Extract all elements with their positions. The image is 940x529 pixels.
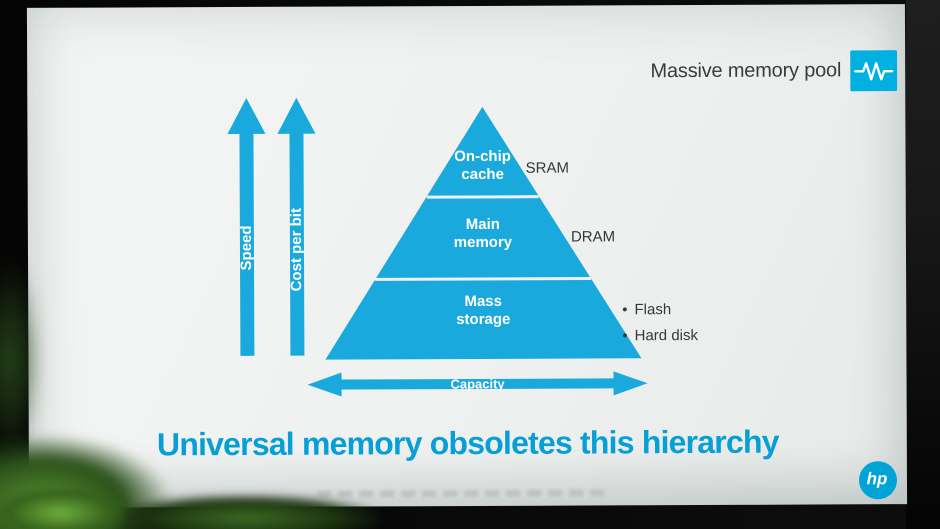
background-right-band (906, 0, 940, 529)
tier1-label-line1: On-chip (454, 148, 511, 165)
footnote-text-illegible (317, 489, 608, 498)
speed-axis-label: Speed (238, 225, 255, 270)
tier1-label-line2: cache (461, 166, 504, 183)
tier2-label-line2: memory (454, 234, 513, 251)
list-item: • Hard disk (622, 323, 698, 349)
capacity-axis-label: Capacity (450, 376, 505, 391)
memory-pool-icon (850, 50, 898, 92)
hp-logo-text: hp (866, 469, 888, 489)
bullet: • (622, 327, 628, 345)
cost-axis-arrow: Cost per bit (277, 97, 316, 356)
pyramid-shape (325, 106, 642, 360)
memory-pyramid: On-chip cache Main memory Mass storage (325, 106, 642, 360)
tier-divider-2 (375, 276, 592, 281)
tier2-label-line1: Main (466, 216, 500, 233)
double-arrow-shape (307, 371, 648, 397)
waveform-glyph (853, 62, 894, 81)
tier3-label-line2: storage (456, 311, 510, 328)
bullet: • (622, 301, 628, 319)
dram-label: DRAM (570, 228, 616, 246)
capacity-axis-arrow: Capacity (307, 371, 648, 397)
header-label: Massive memory pool (650, 59, 842, 83)
list-item-label: Hard disk (634, 326, 699, 345)
speed-axis-arrow: Speed (227, 97, 266, 356)
mass-storage-list: • Flash • Hard disk (622, 297, 698, 349)
up-arrow-shape (227, 97, 266, 356)
header: Massive memory pool (650, 50, 898, 92)
sram-label: SRAM (525, 159, 569, 177)
tier3-label-line1: Mass (464, 293, 502, 310)
presentation-slide: Massive memory pool Speed Cost per bit O… (26, 4, 908, 508)
cost-axis-label: Cost per bit (288, 208, 305, 291)
list-item: • Flash (622, 297, 698, 323)
hp-logo: hp (858, 461, 898, 500)
list-item-label: Flash (634, 301, 672, 319)
slide-title: Universal memory obsoletes this hierarch… (156, 423, 779, 463)
up-arrow-shape (277, 97, 316, 356)
